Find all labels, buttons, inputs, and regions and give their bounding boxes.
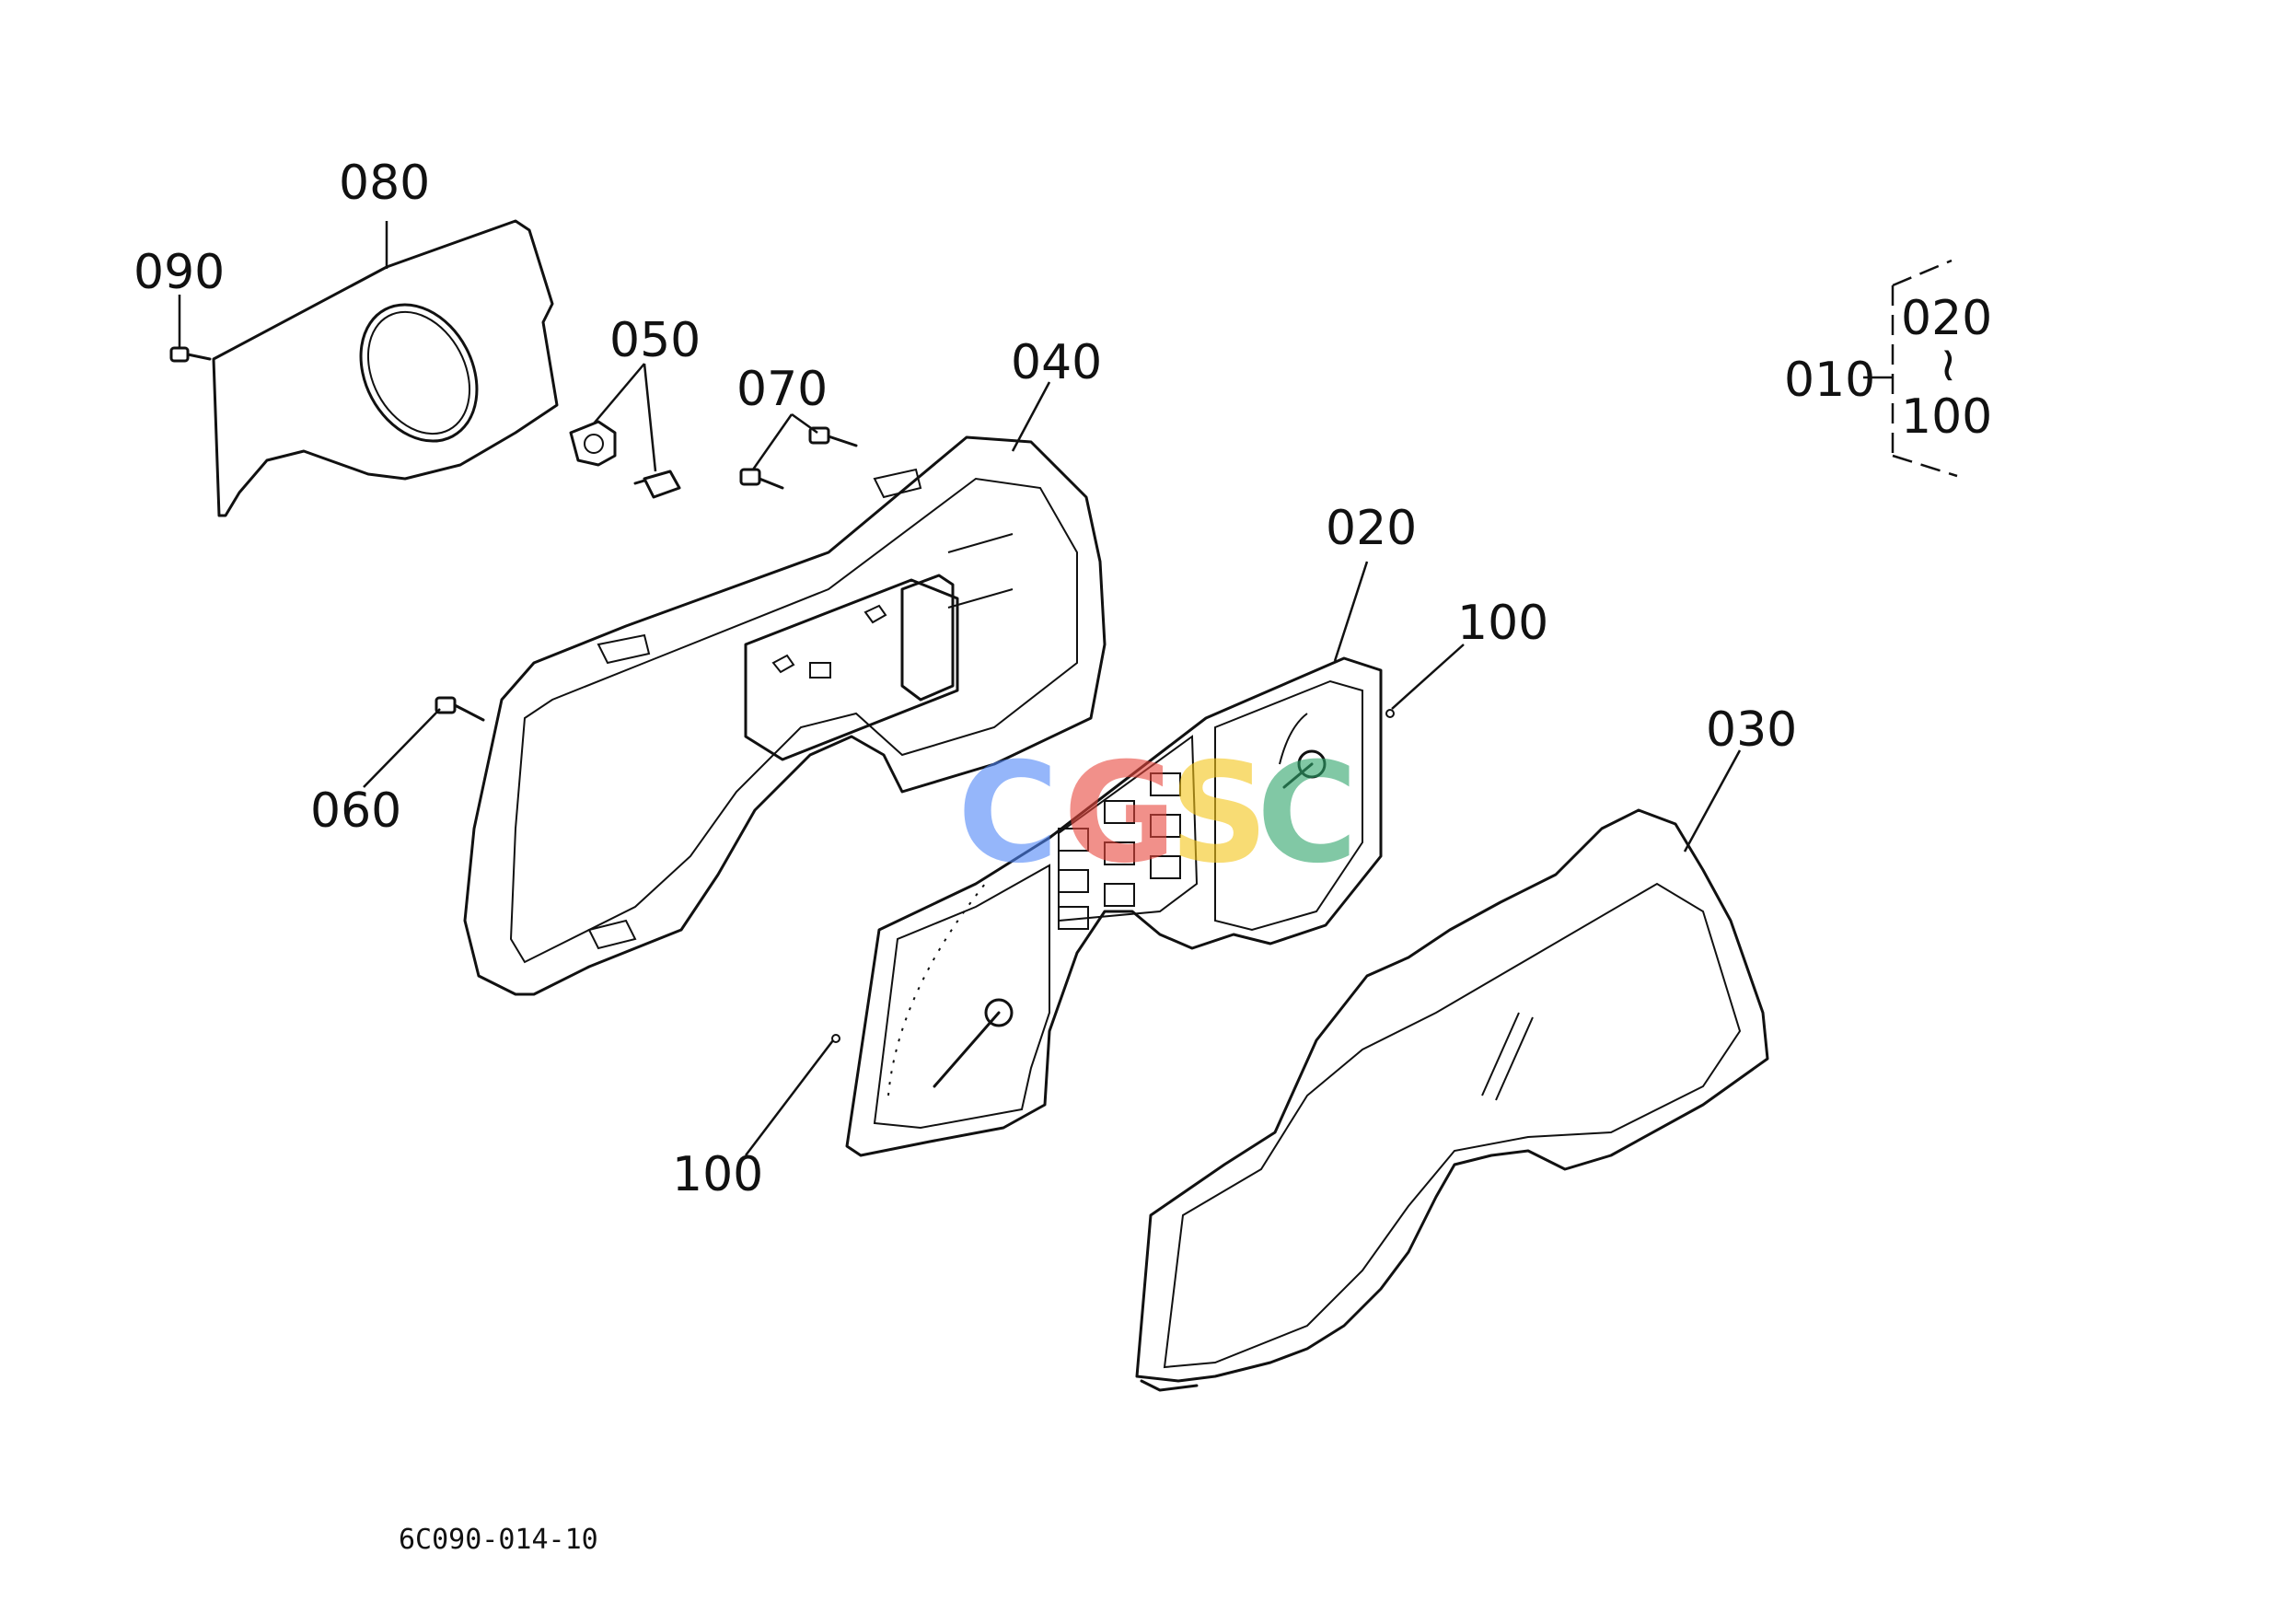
assembly-range-end-100: 100: [1901, 389, 1992, 445]
bulb-socket-050: [569, 420, 681, 499]
screws-070: [739, 426, 858, 490]
callout-030: 030: [1706, 702, 1797, 758]
callout-090: 090: [133, 245, 225, 300]
assembly-group-bracket: 010 020 ∼ 100: [1784, 259, 1992, 478]
callout-080: 080: [339, 156, 430, 211]
rear-cover-plate-080: [212, 219, 559, 517]
watermark-letter-4: C: [1257, 734, 1358, 894]
leader-lines: [178, 221, 1742, 1156]
instrument-case-040: [463, 435, 1107, 996]
assembly-range-start-020: 020: [1901, 291, 1992, 346]
callout-050: 050: [609, 313, 701, 368]
front-lens-030: [1135, 808, 1769, 1392]
screw-060: [435, 696, 485, 722]
callout-070: 070: [736, 362, 828, 417]
callout-100-top: 100: [1457, 596, 1548, 651]
watermark-letter-1: C: [957, 734, 1059, 894]
callout-020: 020: [1326, 501, 1417, 556]
assembly-parent-010: 010: [1784, 353, 1875, 408]
watermark-letter-3: S: [1169, 734, 1269, 894]
watermark-letter-2: G: [1063, 734, 1176, 894]
assembly-range-separator: ∼: [1921, 345, 1976, 386]
watermark-logo: C G S C: [957, 734, 1358, 894]
callout-100-bottom: 100: [672, 1147, 763, 1202]
screw-090: [169, 346, 212, 363]
callout-060: 060: [310, 783, 401, 839]
callout-040: 040: [1011, 335, 1102, 390]
dial-plate-020: [831, 656, 1395, 1157]
drawing-number: 6C090-014-10: [399, 1524, 598, 1556]
callout-labels: 080 090 050 070 040 060 020 100 100 030: [133, 156, 1797, 1202]
